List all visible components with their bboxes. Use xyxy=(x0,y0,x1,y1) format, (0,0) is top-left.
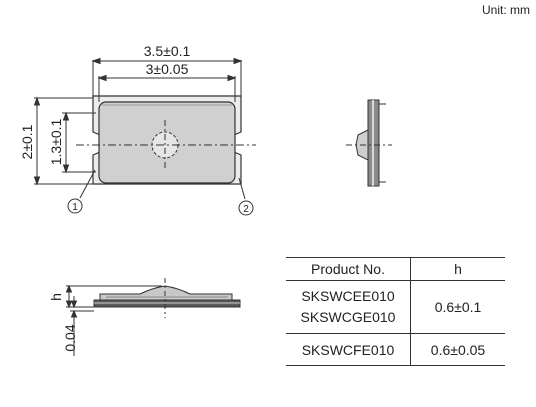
h-value: 0.6±0.05 xyxy=(410,333,505,366)
terminal-1-marker xyxy=(67,198,83,214)
product-number: SKSWCEE010 xyxy=(301,288,395,304)
product-table: Product No. h SKSWCEE010 SKSWCGE010 0.6±… xyxy=(286,257,505,366)
unit-label: Unit: mm xyxy=(482,3,530,17)
inner-height-label: 1.3±0.1 xyxy=(48,118,64,165)
h-value: 0.6±0.1 xyxy=(410,280,505,334)
terminal-1-label: 1 xyxy=(72,202,78,213)
dim-base-thickness xyxy=(70,296,78,356)
header-product-no: Product No. xyxy=(286,257,411,281)
dim-outer-width xyxy=(91,57,243,96)
front-view xyxy=(66,278,241,318)
product-number: SKSWCFE010 xyxy=(286,333,411,366)
table-header-row: Product No. h xyxy=(286,257,505,281)
dim-outer-height xyxy=(33,96,93,186)
header-h: h xyxy=(410,257,505,281)
dim-height-h xyxy=(65,284,73,309)
product-cell: SKSWCEE010 SKSWCGE010 xyxy=(286,280,411,334)
top-view xyxy=(76,95,256,200)
terminal-2-label: 2 xyxy=(243,204,249,215)
table-row: SKSWCEE010 SKSWCGE010 0.6±0.1 xyxy=(286,280,505,334)
product-number: SKSWCGE010 xyxy=(300,309,396,325)
side-view xyxy=(346,99,392,187)
dim-inner-height xyxy=(62,111,96,174)
outer-width-label: 3.5±0.1 xyxy=(144,43,191,59)
height-h-label: h xyxy=(48,293,64,301)
inner-width-label: 3±0.05 xyxy=(146,61,189,77)
terminal-2-marker xyxy=(238,200,254,216)
outer-height-label: 2±0.1 xyxy=(19,124,35,159)
base-thickness-label: 0.04 xyxy=(62,324,78,351)
table-row: SKSWCFE010 0.6±0.05 xyxy=(286,333,505,366)
dim-inner-width xyxy=(97,74,237,102)
